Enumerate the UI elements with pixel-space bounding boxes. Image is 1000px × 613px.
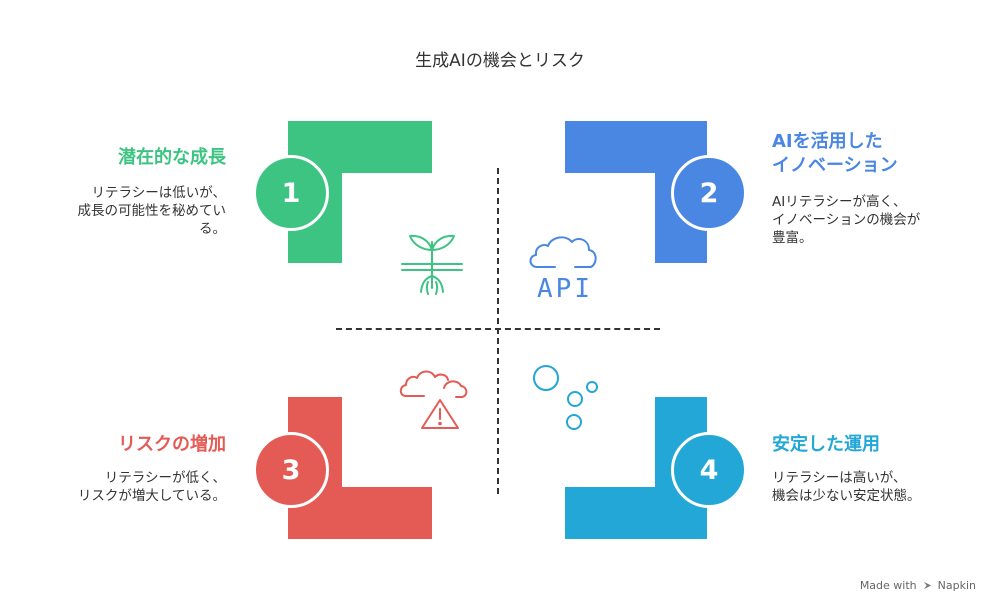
quadrant-3-badge: 3 [253, 432, 329, 508]
napkin-logo-icon [924, 581, 932, 590]
quadrant-1-description: リテラシーは低いが、 成長の可能性を秘めてい る。 [77, 185, 227, 237]
quadrant-2-description: AIリテラシーが高く、 イノベーションの機会が 豊富。 [772, 194, 921, 246]
cloud-api-icon: API [529, 236, 597, 304]
quadrant-1-badge: 1 [253, 155, 329, 231]
plant-icon [401, 234, 463, 295]
quadrant-1-shape [288, 121, 432, 263]
quadrant-2-title: AIを活用した イノベーション [772, 131, 898, 176]
quadrant-2-shape [565, 121, 707, 263]
vertical-axis [497, 168, 499, 494]
horizontal-axis [336, 328, 660, 330]
quadrant-4-description: リテラシーは高いが、 機会は少ない安定状態。 [772, 470, 921, 504]
cloud-warning-icon [399, 370, 468, 429]
quadrant-3-title: リスクの増加 [118, 434, 226, 455]
quadrant-4-badge: 4 [671, 432, 747, 508]
quadrant-1-title: 潜在的な成長 [118, 147, 226, 168]
diagram-title: 生成AIの機会とリスク [415, 51, 585, 71]
quadrant-4-shape [565, 397, 707, 539]
quadrant-4-title: 安定した運用 [772, 434, 880, 455]
quadrant-3-shape [288, 397, 432, 539]
bubbles-icon [533, 365, 598, 430]
api-label: API [537, 274, 593, 304]
quadrant-2-badge: 2 [671, 155, 747, 231]
footer-credit: Made with Napkin [859, 579, 976, 592]
quadrant-3-description: リテラシーが低く、 リスクが増大している。 [77, 470, 226, 504]
